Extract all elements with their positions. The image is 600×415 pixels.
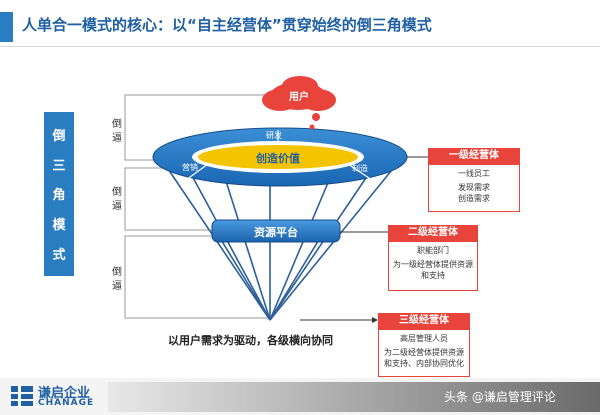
tier2-line: 为一级经营体提供资源 [393,260,473,269]
title-accent-bar [0,12,13,42]
feedback-label-2: 倒逼 [112,187,122,212]
tier2-line: 和支持 [421,271,445,280]
user-label: 用户 [289,92,309,103]
sidebar-char: 三 [52,158,66,174]
bottom-caption: 以用户需求为驱动，各级横向协同 [168,334,333,347]
feedback-bracket-3 [124,235,270,319]
tier1-line: 一线员工 [458,169,490,178]
tier1-header: 一级经营体 [428,148,520,164]
ring-dividers [185,130,373,181]
create-value-label: 创造价值 [256,152,300,165]
sidebar-char: 倒 [52,129,66,145]
feedback-label-3: 倒逼 [112,267,122,292]
logo-text-cn: 谦启企业 [38,386,91,401]
user-cloud [262,76,336,130]
watermark: 头条 @谦启管理评论 [444,390,556,404]
sidebar-char: 式 [52,247,66,263]
create-value-core [198,145,358,169]
footer-band [108,382,600,412]
sidebar-char: 模 [52,218,66,234]
ring-label-marketing: 营销 [182,163,198,172]
tier3-line: 高层管理人员 [400,334,448,343]
feedback-bracket-1 [124,94,282,161]
tier3-header: 三级经营体 [378,313,470,329]
funnel-lines [161,159,401,321]
tier1-line: 发现需求 [458,183,490,192]
ring-label-rd: 研发 [266,131,282,140]
tier3-box: 高层管理人员 为二级经营体提供资源 和支持、内部协同优化 [378,329,470,377]
logo-icon [11,386,33,406]
tier1-box: 一线员工 发现需求 创造需求 [428,164,520,212]
page-title: 人单合一模式的核心：以“自主经营体”贯穿始终的倒三角模式 [22,16,432,34]
title-divider [0,46,600,47]
logo-text-en: CHANAGE [38,398,95,408]
tier3-line: 为二级经营体提供资源 [384,348,464,357]
sidebar-title: 倒 三 角 模 式 [44,112,74,276]
tier2-box: 职能部门 为一级经营体提供资源 和支持 [388,241,478,291]
feedback-label-1: 倒逼 [112,119,122,144]
resource-platform-bar [211,219,341,243]
ring-label-manufacturing: 制造 [352,164,368,173]
tier3-line: 和支持、内部协同优化 [384,359,464,368]
sidebar-char: 角 [52,188,66,204]
tier2-header: 二级经营体 [388,225,478,241]
tier2-line: 职能部门 [417,246,449,255]
tier1-line: 创造需求 [458,194,490,203]
resource-platform-label: 资源平台 [254,226,298,239]
